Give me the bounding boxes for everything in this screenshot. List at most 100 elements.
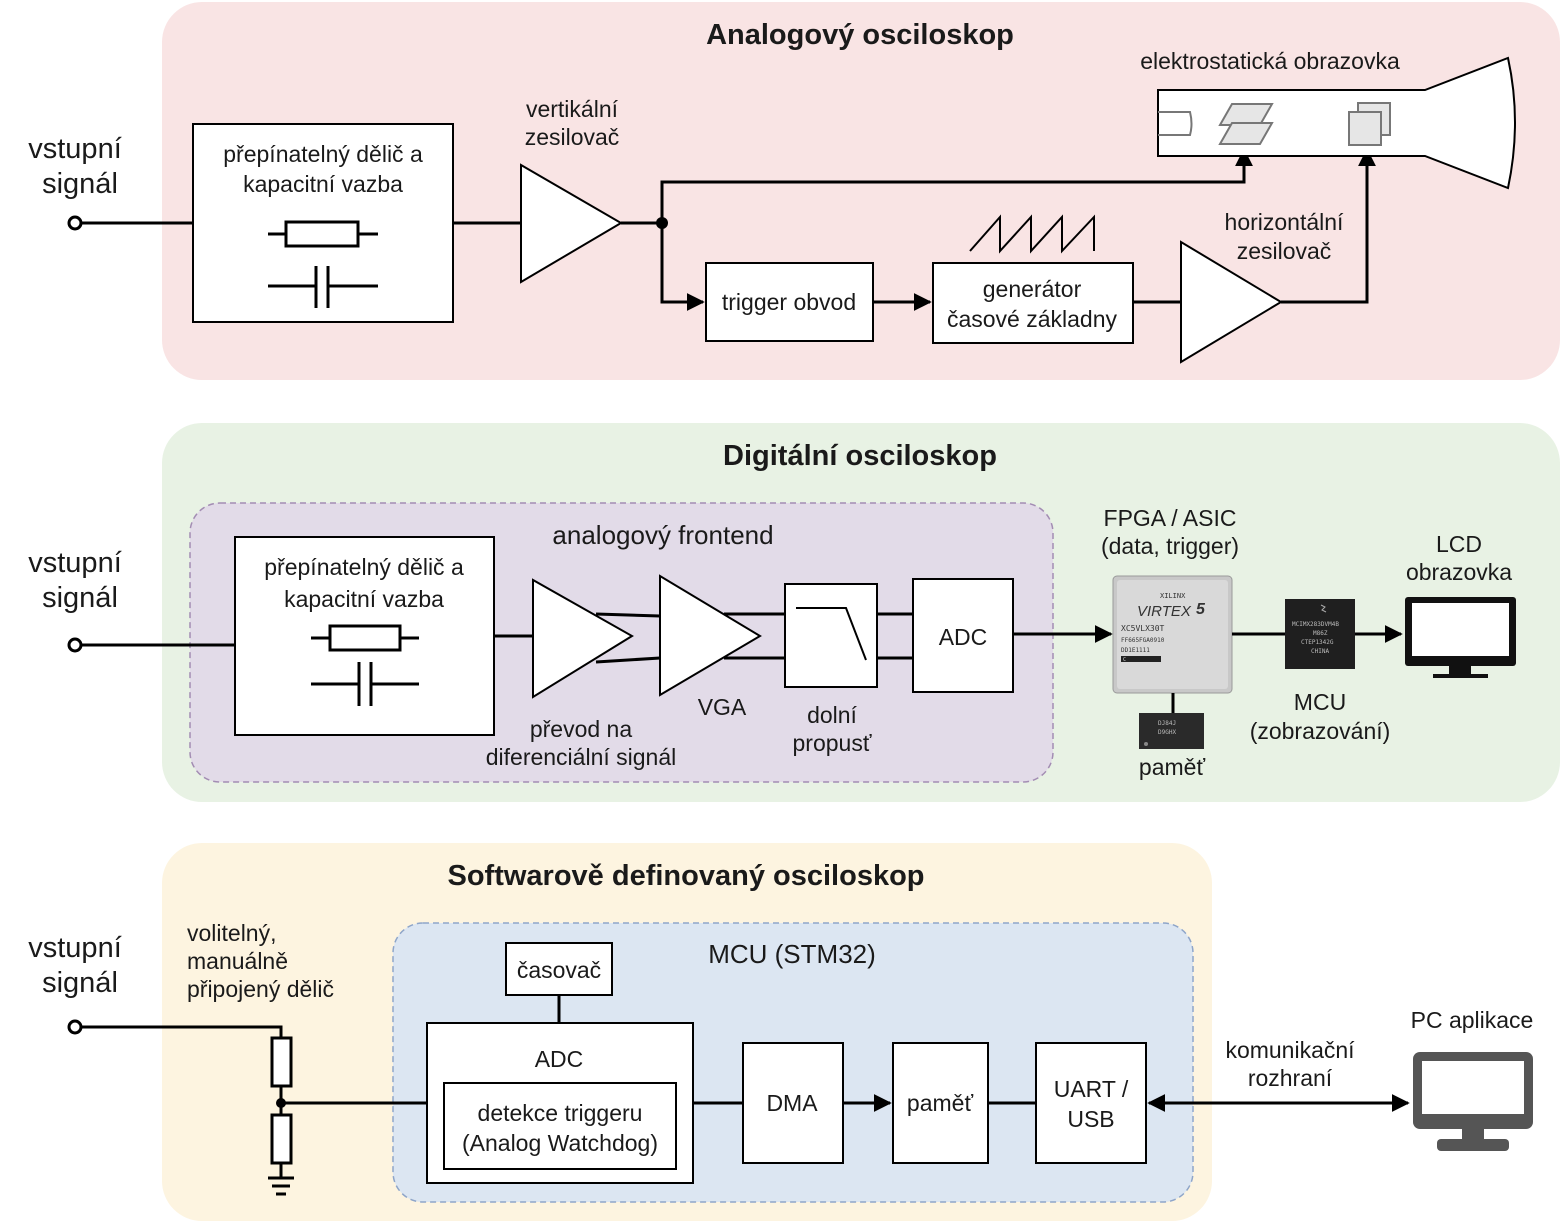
vertical-amp-label-1: vertikální: [526, 96, 619, 122]
svg-text:C: C: [1123, 657, 1126, 663]
svg-text:FF665FGA0910: FF665FGA0910: [1121, 637, 1165, 644]
dma-label: DMA: [766, 1090, 818, 1116]
lowpass-label-1: dolní: [807, 702, 857, 728]
digital-adc-label: ADC: [939, 624, 988, 650]
wire-to-horizontal-plates: [1281, 148, 1376, 304]
vertical-amp-label-2: zesilovač: [525, 124, 620, 150]
divider-note-3: připojený dělič: [187, 976, 334, 1002]
trigger-detect-label-2: (Analog Watchdog): [462, 1130, 658, 1156]
comm-label-2: rozhraní: [1248, 1065, 1333, 1091]
wire-to-vertical-plates: [660, 148, 1253, 223]
trigger-detect-box: [443, 1082, 677, 1170]
analog-section: Analogový osciloskop vstupní signál přep…: [28, 2, 1560, 380]
svg-text:XILINX: XILINX: [1160, 592, 1186, 600]
comm-label-1: komunikační: [1225, 1037, 1355, 1063]
fpga-label-1: FPGA / ASIC: [1104, 505, 1237, 531]
digital-divider-label-2: kapacitní vazba: [284, 586, 444, 612]
analog-input-label-2: signál: [42, 168, 118, 200]
screen-label: elektrostatická obrazovka: [1140, 48, 1400, 74]
diff-amplifier-icon: [532, 578, 634, 699]
mcu-chip-icon: MCIMX283DVM4B M86Z CTEP1342G CHINA: [1285, 599, 1355, 669]
svg-text:CHINA: CHINA: [1311, 648, 1329, 655]
lcd-label-2: obrazovka: [1406, 559, 1512, 585]
wire-to-trigger: [660, 223, 705, 311]
trigger-label: trigger obvod: [722, 289, 856, 315]
digital-input-terminal: [67, 637, 83, 653]
ground-icon: [268, 1163, 294, 1196]
divider-note-2: manuálně: [187, 948, 288, 974]
timebase-label-1: generátor: [983, 276, 1082, 302]
digital-input-label-2: signál: [42, 582, 118, 614]
software-input-label-1: vstupní: [28, 932, 122, 964]
resistor-icon: [311, 624, 419, 652]
vga-icon: [659, 574, 762, 697]
fpga-label-2: (data, trigger): [1101, 533, 1239, 559]
svg-text:MCIMX283DVM4B: MCIMX283DVM4B: [1292, 621, 1339, 628]
stm32-label: MCU (STM32): [708, 939, 876, 969]
digital-section: Digitální osciloskop analogový frontend …: [28, 423, 1560, 802]
uart-box: [1035, 1042, 1147, 1164]
lcd-label-1: LCD: [1436, 531, 1482, 557]
svg-text:DJ84J: DJ84J: [1158, 720, 1176, 727]
timebase-label-2: časové základny: [947, 306, 1118, 332]
lowpass-box: [784, 583, 878, 688]
fpga-chip-icon: XILINX VIRTEX 5 XC5VLX30T FF665FGA0910 D…: [1112, 575, 1233, 694]
trigger-box: [705, 262, 874, 342]
timer-label: časovač: [517, 957, 601, 983]
vga-label: VGA: [698, 694, 747, 720]
mcu-label-2: (zobrazování): [1250, 718, 1391, 744]
analog-title: Analogový osciloskop: [706, 19, 1014, 51]
divider-resistor-bottom: [270, 1113, 293, 1165]
horizontal-amp-label-1: horizontální: [1225, 209, 1345, 235]
vertical-amplifier-icon: [520, 163, 623, 284]
capacitor-icon: [311, 662, 419, 706]
digital-title: Digitální osciloskop: [723, 440, 997, 472]
sawtooth-icon: [969, 214, 1095, 254]
digital-input-label-1: vstupní: [28, 547, 122, 579]
software-memory-label: paměť: [907, 1090, 974, 1116]
svg-text:XC5VLX30T: XC5VLX30T: [1121, 624, 1165, 633]
timer-box: [505, 942, 613, 996]
pc-monitor-icon: [1413, 1052, 1533, 1151]
frontend-label: analogový frontend: [552, 520, 773, 550]
software-input-terminal: [67, 1019, 83, 1035]
pc-label: PC aplikace: [1411, 1007, 1534, 1033]
lcd-monitor-icon: [1405, 597, 1516, 678]
uart-label-2: USB: [1067, 1106, 1114, 1132]
svg-text:VIRTEX: VIRTEX: [1137, 603, 1192, 620]
software-title: Softwarově definovaný osciloskop: [448, 860, 925, 892]
resistor-icon: [268, 220, 378, 248]
digital-adc-box: [912, 578, 1014, 693]
software-input-wire: [81, 1025, 283, 1038]
diff-label-2: diferenciální signál: [486, 744, 677, 770]
trigger-detect-label-1: detekce triggeru: [478, 1100, 643, 1126]
uart-label-1: UART /: [1054, 1076, 1129, 1102]
lowpass-label-2: propusť: [793, 730, 872, 756]
diff-wire-positive: [595, 612, 661, 618]
dma-box: [742, 1042, 844, 1164]
diff-label-1: převod na: [530, 716, 633, 742]
mcu-label-1: MCU: [1294, 689, 1346, 715]
crt-tube-icon: [1157, 56, 1516, 190]
digital-divider-label-1: přepínatelný dělič a: [264, 554, 464, 580]
analog-divider-label-2: kapacitní vazba: [243, 171, 403, 197]
software-input-label-2: signál: [42, 967, 118, 999]
diff-wire-negative: [595, 656, 661, 664]
memory-chip-icon: DJ84J D9GHX: [1139, 713, 1204, 749]
divider-note-1: volitelný,: [187, 920, 276, 946]
analog-input-terminal: [67, 215, 83, 231]
timebase-box: [932, 262, 1134, 344]
horizontal-amplifier-icon: [1180, 240, 1283, 364]
capacitor-icon: [268, 266, 378, 308]
divider-resistor-top: [270, 1036, 293, 1088]
memory-label: paměť: [1139, 754, 1206, 780]
svg-text:5: 5: [1196, 601, 1206, 618]
svg-text:M86Z: M86Z: [1313, 630, 1328, 637]
software-section: Softwarově definovaný osciloskop MCU (ST…: [28, 843, 1533, 1221]
horizontal-amp-label-2: zesilovač: [1237, 238, 1332, 264]
analog-divider-label-1: přepínatelný dělič a: [223, 141, 423, 167]
lowpass-response-icon: [796, 607, 867, 661]
svg-text:D9GHX: D9GHX: [1158, 729, 1176, 736]
analog-input-label-1: vstupní: [28, 133, 122, 165]
